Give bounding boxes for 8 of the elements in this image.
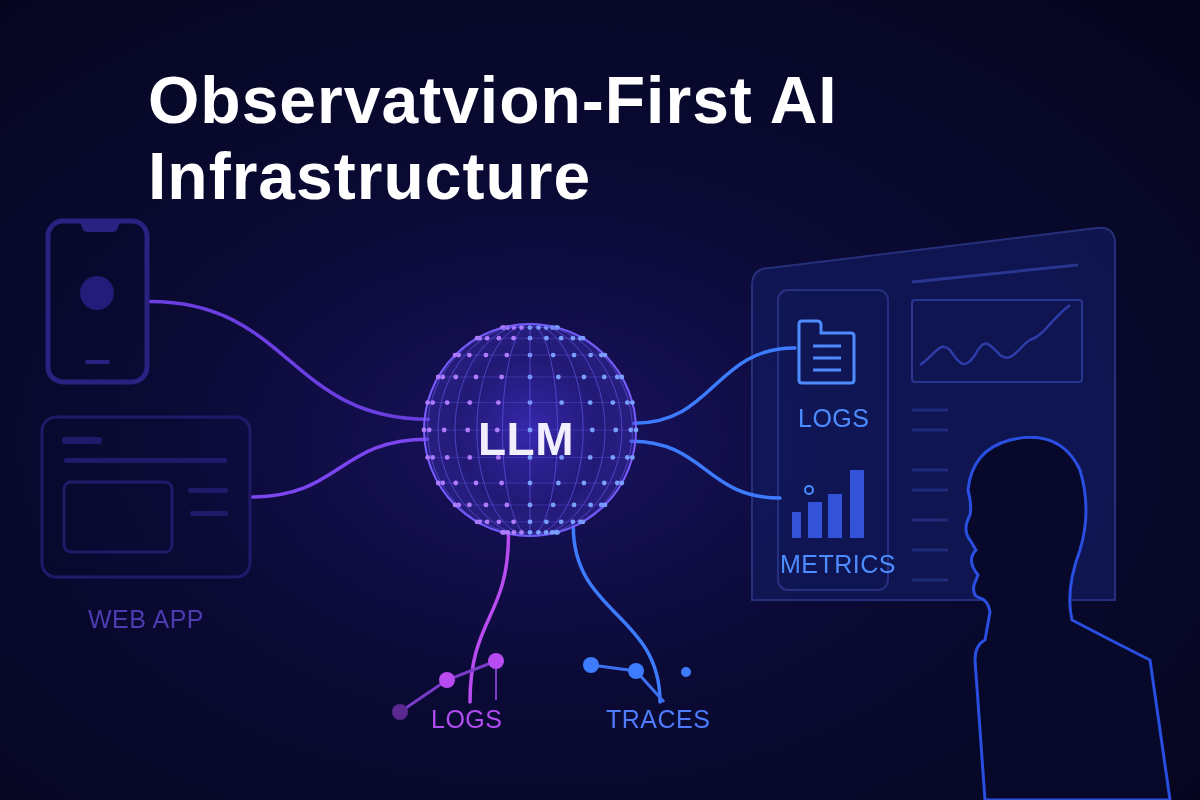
node-label: LLM bbox=[478, 412, 574, 466]
title: Observatvion-First AI Infrastructure bbox=[148, 62, 839, 214]
node-label: METRICS bbox=[780, 550, 896, 579]
node-label: LOGS bbox=[431, 705, 503, 734]
node-label: WEB APP bbox=[88, 605, 205, 634]
node-label: LOGS bbox=[798, 404, 870, 433]
flow-line bbox=[571, 524, 662, 704]
node-label: TRACES bbox=[606, 705, 711, 734]
